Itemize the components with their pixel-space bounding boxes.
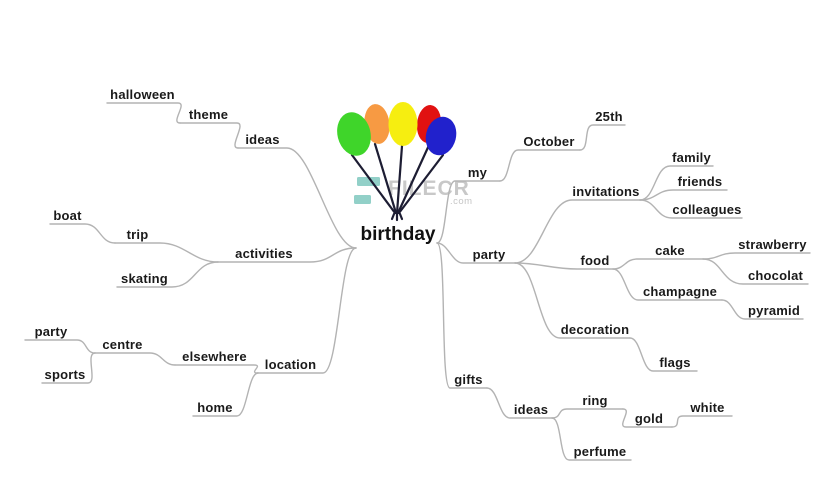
node-strawberry[interactable]: strawberry xyxy=(738,237,807,252)
edge-location xyxy=(257,247,357,374)
edge-decoration xyxy=(514,262,631,339)
green-balloon xyxy=(337,112,371,156)
edge-ideas-left xyxy=(237,147,357,249)
edge-party-right xyxy=(436,242,516,264)
edge-25th xyxy=(579,124,626,151)
edge-family xyxy=(639,165,714,201)
node-chocolat[interactable]: chocolat xyxy=(747,268,804,283)
node-friends[interactable]: friends xyxy=(677,174,723,189)
node-trip[interactable]: trip xyxy=(126,227,149,242)
node-sports[interactable]: sports xyxy=(44,367,86,382)
node-champagne[interactable]: champagne xyxy=(642,284,718,299)
edge-food xyxy=(514,262,614,270)
edge-gold xyxy=(622,408,673,428)
node-birthday[interactable]: birthday xyxy=(360,224,436,245)
node-location[interactable]: location xyxy=(264,357,317,372)
edge-home xyxy=(192,372,259,417)
node-flags[interactable]: flags xyxy=(659,355,691,370)
edge-ring xyxy=(551,408,624,419)
edge-october xyxy=(499,149,581,182)
node-party-right[interactable]: party xyxy=(472,247,506,262)
node-pyramid[interactable]: pyramid xyxy=(748,303,800,318)
edge-invitations xyxy=(514,199,641,264)
edge-champagne xyxy=(612,268,723,301)
edge-theme xyxy=(179,122,241,149)
node-white[interactable]: white xyxy=(690,400,725,415)
node-cake[interactable]: cake xyxy=(655,243,685,258)
node-elsewhere[interactable]: elsewhere xyxy=(182,349,247,364)
node-halloween[interactable]: halloween xyxy=(110,87,175,102)
edge-colleagues xyxy=(639,199,743,219)
node-colleagues[interactable]: colleagues xyxy=(672,202,742,217)
node-theme[interactable]: theme xyxy=(188,107,229,122)
balloon-strings xyxy=(350,141,445,222)
node-perfume[interactable]: perfume xyxy=(573,444,627,459)
node-my[interactable]: my xyxy=(467,165,488,180)
node-food[interactable]: food xyxy=(580,253,610,268)
watermark-suffix: .com xyxy=(450,196,473,207)
node-boat[interactable]: boat xyxy=(53,208,82,223)
edge-white xyxy=(671,415,733,428)
edge-sports xyxy=(41,352,96,384)
node-gifts[interactable]: gifts xyxy=(454,372,483,387)
node-party-left[interactable]: party xyxy=(34,324,68,339)
yellow-balloon xyxy=(388,102,418,146)
node-ideas-right[interactable]: ideas xyxy=(513,402,549,417)
node-home[interactable]: home xyxy=(197,400,233,415)
node-skating[interactable]: skating xyxy=(121,271,168,286)
edge-friends xyxy=(639,189,728,201)
node-ideas-left[interactable]: ideas xyxy=(245,132,280,147)
node-centre[interactable]: centre xyxy=(102,337,143,352)
edge-party-left xyxy=(24,339,96,354)
edge-cake xyxy=(612,258,704,270)
edge-activities xyxy=(217,247,357,263)
blue-balloon xyxy=(425,116,457,156)
node-invitations[interactable]: invitations xyxy=(572,184,640,199)
edge-gifts xyxy=(436,242,488,389)
edge-boat xyxy=(49,223,116,244)
connector-lines xyxy=(24,102,811,461)
edge-strawberry xyxy=(702,252,811,260)
node-activities[interactable]: activities xyxy=(235,246,293,261)
edge-skating xyxy=(116,261,219,288)
node-gold[interactable]: gold xyxy=(634,411,664,426)
node-25th[interactable]: 25th xyxy=(595,109,623,124)
node-october[interactable]: October xyxy=(523,134,575,149)
edge-halloween xyxy=(106,102,182,124)
edge-ideas-right xyxy=(486,387,553,419)
node-family[interactable]: family xyxy=(672,150,711,165)
edge-trip xyxy=(114,242,219,263)
edge-pyramid xyxy=(721,299,804,320)
node-ring[interactable]: ring xyxy=(582,393,608,408)
node-decoration[interactable]: decoration xyxy=(560,322,630,337)
edge-elsewhere xyxy=(174,364,259,374)
edge-flags xyxy=(629,337,698,372)
edge-chocolat xyxy=(702,258,809,285)
balloon-bouquet xyxy=(337,102,457,156)
edge-my xyxy=(436,180,501,244)
edge-perfume xyxy=(551,417,632,461)
edge-centre xyxy=(94,352,176,366)
